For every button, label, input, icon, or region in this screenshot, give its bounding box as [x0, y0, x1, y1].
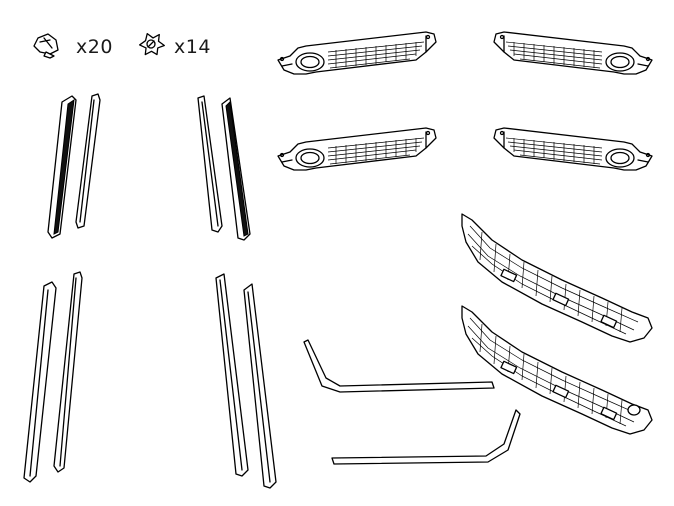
- star-nut-icon: [138, 33, 165, 56]
- lower-grille-upper: [461, 213, 653, 343]
- molding-strip-lower-right-b: [243, 283, 277, 489]
- push-clip-icon: [33, 33, 59, 59]
- molding-strip-upper-right-a: [197, 95, 223, 233]
- fog-grille-middle-left: [277, 127, 437, 171]
- curved-trim-lower: [331, 409, 521, 465]
- fog-grille-top-right: [493, 31, 653, 75]
- curved-trim-upper: [303, 339, 495, 393]
- fog-grille-middle-right: [493, 127, 653, 171]
- molding-strip-lower-right-a: [215, 273, 249, 477]
- lower-grille-lower: [461, 305, 653, 435]
- star-nut-quantity-label: x14: [174, 36, 211, 58]
- molding-strip-lower-left-b: [53, 271, 83, 473]
- molding-strip-upper-left-a: [47, 95, 77, 239]
- molding-strip-lower-left-a: [23, 281, 57, 483]
- molding-strip-upper-left-b: [75, 93, 101, 229]
- molding-strip-upper-right-b: [221, 97, 251, 241]
- fog-grille-top-left: [277, 31, 437, 75]
- clip-quantity-label: x20: [76, 36, 113, 58]
